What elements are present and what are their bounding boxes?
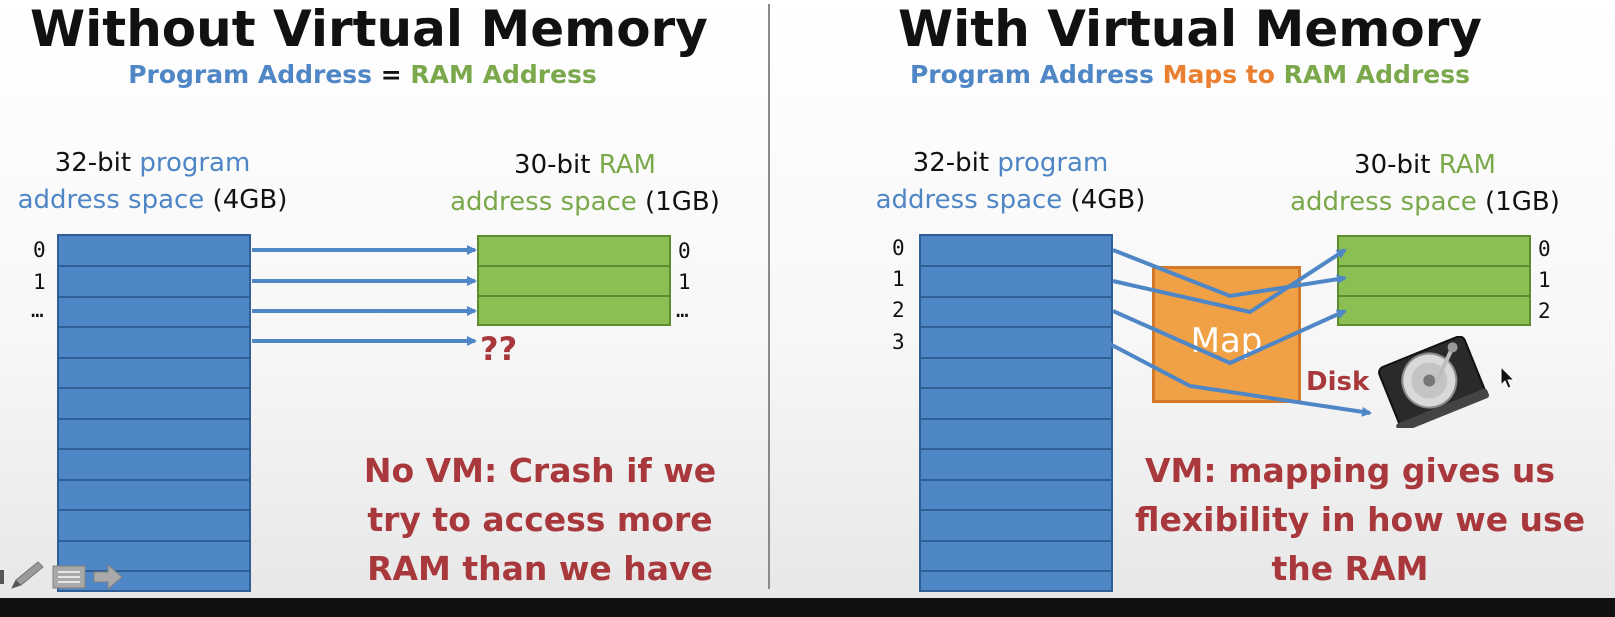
right-program-index-2: 2 xyxy=(892,298,905,322)
bottom-bar xyxy=(0,598,1615,617)
left-ram-index-more: … xyxy=(676,298,689,322)
right-arrow-3 xyxy=(1107,341,1372,417)
right-program-address-block xyxy=(919,234,1113,592)
presenter-toolbar-icons xyxy=(0,561,123,591)
mouse-cursor-icon xyxy=(1500,366,1516,389)
left-ram-index-0: 0 xyxy=(678,239,691,263)
right-note: VM: mapping gives us flexibility in how … xyxy=(1135,451,1586,588)
hard-disk-icon xyxy=(1378,336,1490,428)
left-program-index-0: 0 xyxy=(33,238,46,262)
presenter-toolbar xyxy=(0,560,130,592)
left-program-address-block xyxy=(57,234,251,592)
right-program-index-3: 3 xyxy=(892,330,905,354)
left-subtitle-program: Program Address xyxy=(128,60,373,89)
left-ram-index-1: 1 xyxy=(678,270,691,294)
left-subtitle-equals: = xyxy=(372,60,411,89)
arrow-right-icon xyxy=(93,563,123,591)
left-subtitle-ram: RAM Address xyxy=(410,60,597,89)
right-title: With Virtual Memory xyxy=(898,0,1482,58)
center-divider xyxy=(768,4,770,589)
right-ram-index-0: 0 xyxy=(1538,237,1551,261)
left-program-index-1: 1 xyxy=(33,270,46,294)
left-note: No VM: Crash if we try to access more RA… xyxy=(363,451,717,588)
left-unmapped-question: ?? xyxy=(480,330,518,368)
left-ram-block xyxy=(477,235,671,326)
left-program-space-label: 32-bit program address space (4GB) xyxy=(17,148,288,215)
right-subtitle-program: Program Address xyxy=(909,60,1154,89)
right-subtitle-ram: RAM Address xyxy=(1283,60,1470,89)
right-program-index-1: 1 xyxy=(892,267,905,291)
right-ram-block xyxy=(1337,235,1531,326)
left-program-index-more: … xyxy=(31,298,44,322)
pencil-icon xyxy=(11,561,44,589)
right-ram-space-label: 30-bit RAM address space (1GB) xyxy=(1290,150,1560,217)
left-subtitle: Program Address = RAM Address xyxy=(30,60,695,89)
right-subtitle-maps: Maps to xyxy=(1153,60,1284,89)
notes-icon xyxy=(52,565,86,589)
disk-label: Disk xyxy=(1306,367,1370,397)
right-program-space-label: 32-bit program address space (4GB) xyxy=(875,148,1146,215)
left-title: Without Virtual Memory xyxy=(30,0,708,58)
right-subtitle: Program Address Maps to RAM Address xyxy=(855,60,1525,89)
left-ram-space-label: 30-bit RAM address space (1GB) xyxy=(450,150,720,217)
right-ram-index-2: 2 xyxy=(1538,299,1551,323)
right-program-index-0: 0 xyxy=(892,236,905,260)
right-arrow-0 xyxy=(1112,248,1347,299)
right-ram-index-1: 1 xyxy=(1538,268,1551,292)
right-arrow-2 xyxy=(1112,309,1347,366)
right-arrow-1 xyxy=(1112,248,1347,315)
left-mapping-arrows xyxy=(252,245,477,346)
